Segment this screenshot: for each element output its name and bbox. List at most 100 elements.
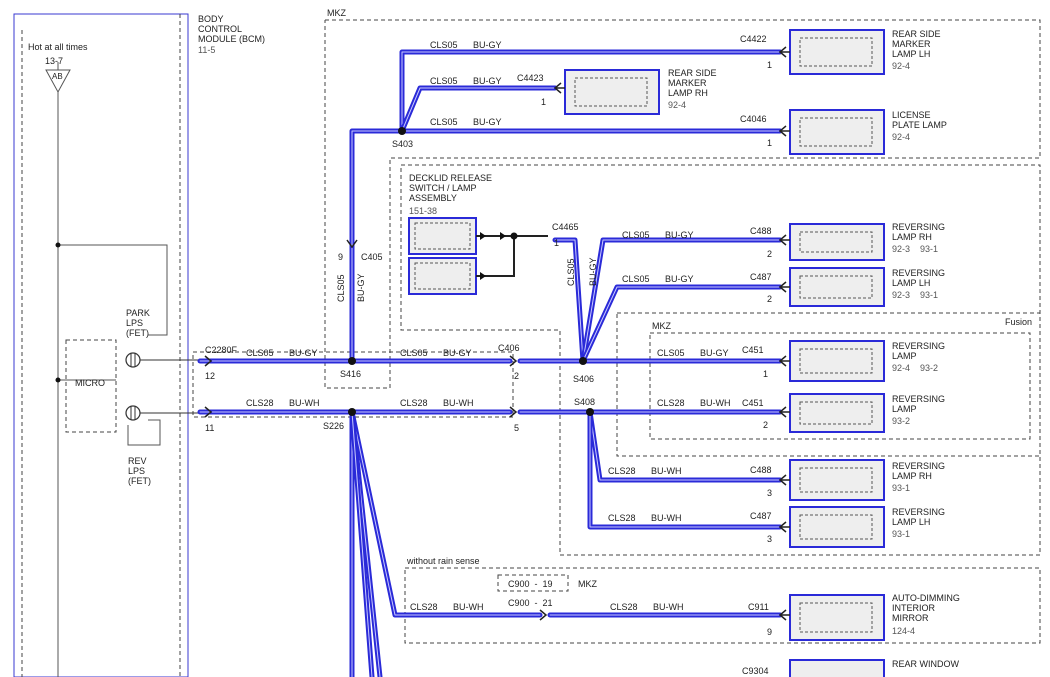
- fuse-ref: 13-7: [45, 56, 64, 66]
- wire-color: BU-GY: [473, 117, 502, 127]
- connector-c4465: C4465: [552, 222, 579, 232]
- wire-core-9: [582, 239, 781, 362]
- box-reversing-lh-2: [789, 506, 885, 548]
- mkz-mid-label: MKZ: [652, 321, 671, 331]
- wire-label: CLS28: [246, 398, 274, 408]
- component-ref: 93-1: [892, 483, 911, 493]
- splice-s226: [348, 408, 356, 416]
- box-reversing-b: [789, 393, 885, 433]
- wire-color: BU-GY: [289, 348, 318, 358]
- inline-connector-0: [509, 355, 518, 367]
- wire-label: CLS28: [608, 513, 636, 523]
- connector-partial: C9304: [742, 666, 769, 676]
- park-fet-icon: [125, 352, 141, 368]
- pin-11: 11: [205, 423, 215, 433]
- pin-2: 2: [514, 371, 520, 381]
- wire-color: BU-WH: [289, 398, 320, 408]
- park-lps-label: PARK LPS (FET): [126, 308, 150, 338]
- box-rear-side-marker-rh: [564, 69, 660, 115]
- wire-label: CLS05: [430, 117, 458, 127]
- wire-color: BU-WH: [651, 513, 682, 523]
- box-reversing-rh-2-inner: [799, 467, 873, 493]
- pin-5: 5: [514, 423, 520, 433]
- box-reversing-a-inner: [799, 348, 873, 374]
- connector-c487: C487: [750, 272, 772, 282]
- connector-c2280f: C2280F: [205, 345, 238, 355]
- mkz-top-region: [324, 19, 1041, 389]
- box-mirror: [789, 594, 885, 641]
- inline-connector-2: [539, 609, 548, 621]
- connector-c487: C487: [750, 511, 772, 521]
- component-ref: 92-3 93-1: [892, 244, 939, 254]
- splice-s406: [579, 357, 587, 365]
- box-reversing-rh-1: [789, 223, 885, 261]
- pin-2: 2: [767, 294, 773, 304]
- box-reversing-lh-2-inner: [799, 514, 873, 540]
- wire-label-vert: CLS05: [336, 274, 346, 302]
- splice-label-s406: S406: [573, 374, 595, 384]
- c900-mkz-label: MKZ: [578, 579, 597, 589]
- pin-1: 1: [554, 238, 560, 248]
- wire-color: BU-WH: [700, 398, 731, 408]
- wire-label: CLS05: [622, 274, 650, 284]
- pin-9: 9: [338, 252, 344, 262]
- pin-1: 1: [767, 60, 773, 70]
- wire-color: BU-GY: [473, 40, 502, 50]
- micro-label: MICRO: [75, 378, 105, 388]
- box-reversing-lh-1: [789, 267, 885, 307]
- pin-12: 12: [205, 371, 216, 381]
- reversing-lamp-rh: REVERSING LAMP RH: [892, 461, 946, 481]
- pin-1: 1: [541, 97, 547, 107]
- wire-color-vert: BU-GY: [588, 257, 598, 286]
- reversing-lamp: REVERSING LAMP: [892, 341, 946, 361]
- inline-connector-c405: [346, 239, 358, 249]
- wire-label: CLS28: [608, 466, 636, 476]
- wire-color: BU-WH: [453, 602, 484, 612]
- box-reversing-rh-1-inner: [799, 231, 873, 253]
- connector-c911: C911: [748, 602, 769, 612]
- splice-s416: [348, 357, 356, 365]
- wire-core-13: [351, 411, 541, 616]
- component-ref: 92-3 93-1: [892, 290, 939, 300]
- wire-label: CLS05: [430, 40, 458, 50]
- decklid-switch-box: [408, 217, 477, 255]
- wire-0: [349, 128, 405, 364]
- wire-color: BU-GY: [443, 348, 472, 358]
- component-ref: 92-4: [892, 132, 911, 142]
- wire-label-vert: CLS05: [566, 258, 576, 286]
- connector-c900-21: C900 - 21: [508, 598, 553, 608]
- wire-core-8: [554, 239, 584, 362]
- box-reversing-a: [789, 340, 885, 382]
- wire-label: CLS28: [400, 398, 428, 408]
- connector-c900-19: C900 - 19: [508, 579, 553, 589]
- auto-dimming-mirror: AUTO-DIMMING INTERIOR MIRROR: [892, 593, 960, 623]
- connector-c4046: C4046: [740, 114, 767, 124]
- box-rear-window: [789, 659, 885, 677]
- wire-core-0: [351, 130, 403, 362]
- rev-fet-icon: [125, 405, 141, 421]
- box-rear-side-marker-lh: [789, 29, 885, 75]
- inline-connector-3: [204, 355, 213, 367]
- connector-c4423: C4423: [517, 73, 544, 83]
- wire-color: BU-GY: [473, 76, 502, 86]
- rain-sense-label: without rain sense: [407, 556, 480, 566]
- wire-label: CLS05: [657, 348, 685, 358]
- bcm-ref: 11-5: [198, 45, 216, 55]
- rev-feed: [127, 419, 161, 446]
- pin-3: 3: [767, 488, 773, 498]
- box-reversing-b-inner: [799, 401, 873, 425]
- component-ref: 92-4 93-2: [892, 363, 939, 373]
- micro-box: [65, 339, 117, 433]
- wire-core-10: [582, 286, 781, 362]
- wire-color: BU-WH: [651, 466, 682, 476]
- rev-lps-label: REV LPS (FET): [128, 456, 151, 486]
- component-ref: 124-4: [892, 626, 916, 636]
- inline-connector-1: [509, 406, 518, 418]
- connector-c488: C488: [750, 226, 772, 236]
- component-ref: 92-4: [668, 100, 687, 110]
- wire-label: CLS05: [430, 76, 458, 86]
- fusion-region: [616, 312, 1041, 457]
- bcm-title: BODY CONTROL MODULE (BCM): [198, 14, 265, 44]
- splice-s403: [398, 127, 406, 135]
